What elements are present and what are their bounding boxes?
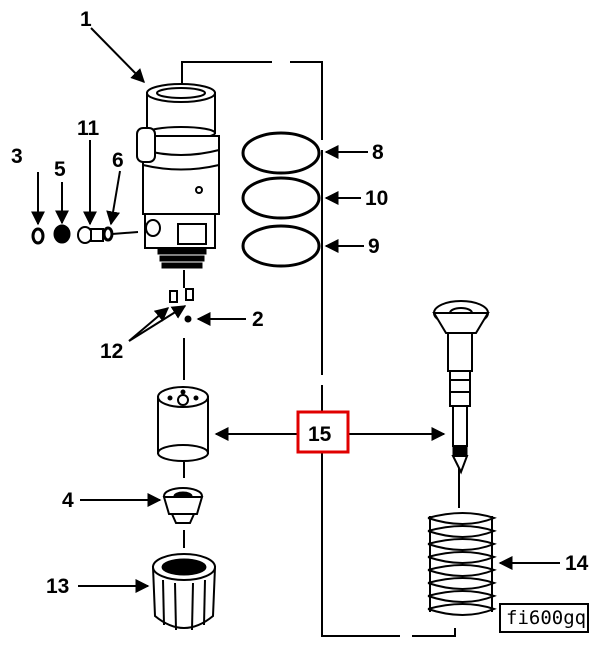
callout-2: 2 — [252, 308, 264, 331]
callout-10: 10 — [365, 187, 388, 210]
callout-leaders — [31, 27, 560, 593]
retainer-nut-13 — [151, 553, 217, 631]
callout-14: 14 — [565, 552, 589, 575]
callout-8: 8 — [372, 141, 384, 164]
reference-code: fi600gq — [506, 607, 586, 629]
nozzle-tip-4 — [162, 487, 204, 524]
assembly-frame-line — [181, 61, 460, 637]
figure-reference: fi600gq — [499, 603, 589, 633]
callout-15-highlight: 15 — [296, 410, 350, 454]
callout-15: 15 — [308, 423, 332, 446]
injector-body — [136, 83, 220, 269]
callout-3: 3 — [11, 145, 23, 168]
rings-group — [241, 131, 321, 268]
plug-11 — [90, 228, 104, 242]
ring-6 — [102, 226, 114, 242]
callout-13: 13 — [46, 575, 69, 598]
oring-small-3 — [31, 227, 45, 245]
callout-9: 9 — [368, 235, 380, 258]
spring-14 — [427, 512, 497, 616]
oring-10 — [241, 176, 321, 220]
dowel-pins — [169, 288, 194, 323]
ball-2 — [184, 315, 192, 323]
check-ball-5 — [53, 224, 71, 244]
oring-8 — [241, 131, 321, 175]
callout-1: 1 — [80, 8, 92, 31]
highlight-box — [296, 410, 350, 454]
callout-labels: 1 3 5 11 6 8 10 9 2 12 4 13 14 — [11, 8, 589, 598]
spacer-15 — [157, 386, 209, 462]
side-fittings — [31, 224, 139, 245]
seal-11 — [77, 226, 93, 244]
callout-12: 12 — [100, 340, 123, 363]
callout-4: 4 — [62, 489, 74, 512]
callout-6: 6 — [112, 149, 124, 172]
callout-11: 11 — [77, 117, 100, 140]
oring-9 — [241, 224, 321, 268]
callout-5: 5 — [54, 158, 66, 181]
plunger — [432, 300, 490, 475]
